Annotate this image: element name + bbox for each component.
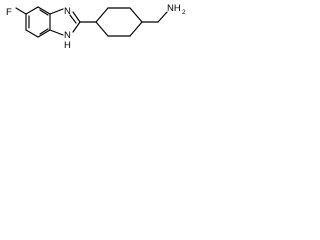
bond-c-n3 xyxy=(49,8,64,15)
double-bond-inner xyxy=(69,14,77,24)
fluorine-atom-label: F xyxy=(6,7,12,18)
benzene-ring xyxy=(25,6,51,38)
amine-label: NH xyxy=(167,3,181,14)
bond-c2-n1 xyxy=(72,21,81,33)
bond-n1-c xyxy=(49,29,64,36)
bond-c-f xyxy=(15,7,27,15)
bond xyxy=(25,29,39,38)
nh-nitrogen-label: N xyxy=(64,30,71,41)
double-bond-inner xyxy=(39,28,49,35)
molecule-canvas: F N N H NH 2 xyxy=(0,0,193,62)
bond xyxy=(129,21,143,37)
bond xyxy=(95,21,109,37)
imidazole-ring xyxy=(49,8,81,36)
bond xyxy=(37,29,51,38)
bond-ch2-n xyxy=(157,11,168,23)
nh-hydrogen-label: H xyxy=(64,40,71,51)
cyclohexane-ring xyxy=(95,7,143,37)
bond-n3-c2 xyxy=(72,11,81,23)
bond xyxy=(129,7,143,23)
bond xyxy=(95,7,109,23)
bond xyxy=(25,6,39,15)
amine-subscript-label: 2 xyxy=(182,9,186,16)
double-bond-inner xyxy=(39,9,49,16)
ring-nitrogen-label: N xyxy=(64,6,71,17)
molecule-structure: F N N H NH 2 xyxy=(6,3,186,51)
bond xyxy=(37,6,51,15)
